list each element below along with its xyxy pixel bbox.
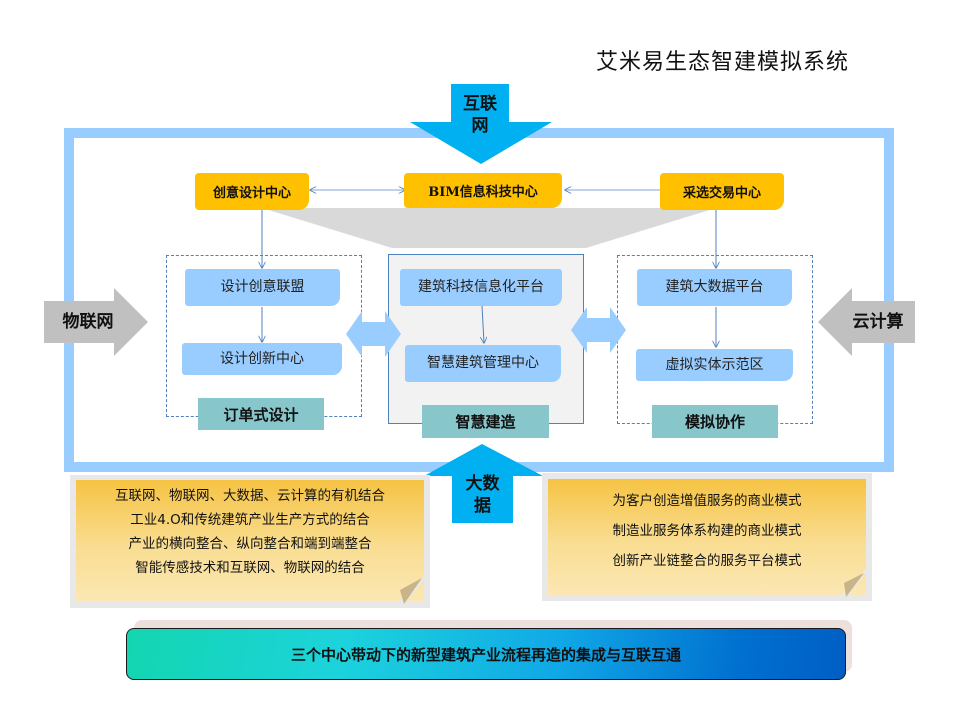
diagram-title: 艾米易生态智建模拟系统 — [596, 50, 850, 75]
note-right: 为客户创造增值服务的商业模式 制造业服务体系构建的商业模式 创新产业链整合的服务… — [542, 473, 872, 601]
module-label-smart-construction: 智慧建造 — [422, 405, 549, 438]
item-design-innovation-center: 设计创新中心 — [182, 343, 342, 375]
note-left-line: 互联网、物联网、大数据、云计算的有机结合 — [115, 488, 385, 504]
input-label-cloud: 云计算 — [852, 312, 904, 332]
item-virtual-demo-zone: 虚拟实体示范区 — [636, 349, 793, 381]
page-curl-icon — [836, 569, 866, 601]
item-bigdata-platform: 建筑大数据平台 — [637, 269, 792, 306]
summary-banner: 三个中心带动下的新型建筑产业流程再造的集成与互联互通 — [126, 628, 846, 680]
item-design-alliance: 设计创意联盟 — [185, 269, 340, 306]
note-right-line: 制造业服务体系构建的商业模式 — [612, 523, 802, 539]
note-left-line: 工业4.O和传统建筑产业生产方式的结合 — [130, 512, 370, 528]
input-label-iot: 物联网 — [62, 312, 114, 332]
note-right-line: 创新产业链整合的服务平台模式 — [612, 553, 802, 569]
note-left-line: 产业的横向整合、纵向整合和端到端整合 — [128, 536, 372, 552]
item-tech-info-platform: 建筑科技信息化平台 — [400, 269, 562, 306]
note-left-line: 智能传感技术和互联网、物联网的结合 — [135, 560, 365, 576]
note-right-line: 为客户创造增值服务的商业模式 — [612, 493, 802, 509]
input-label-internet: 互联网 — [463, 94, 497, 136]
note-left: 互联网、物联网、大数据、云计算的有机结合 工业4.O和传统建筑产业生产方式的结合… — [70, 475, 430, 608]
module-label-order-design: 订单式设计 — [198, 398, 324, 430]
center-bim: BIM信息科技中心 — [404, 173, 562, 208]
center-creative-design: 创意设计中心 — [195, 173, 309, 210]
module-label-simulation: 模拟协作 — [652, 405, 778, 438]
page-curl-icon — [392, 576, 424, 608]
item-smart-building-mgmt: 智慧建筑管理中心 — [405, 345, 561, 382]
summary-banner-text: 三个中心带动下的新型建筑产业流程再造的集成与互联互通 — [290, 645, 681, 664]
input-label-bigdata: 大数据 — [465, 474, 500, 516]
center-procurement: 采选交易中心 — [660, 173, 784, 210]
